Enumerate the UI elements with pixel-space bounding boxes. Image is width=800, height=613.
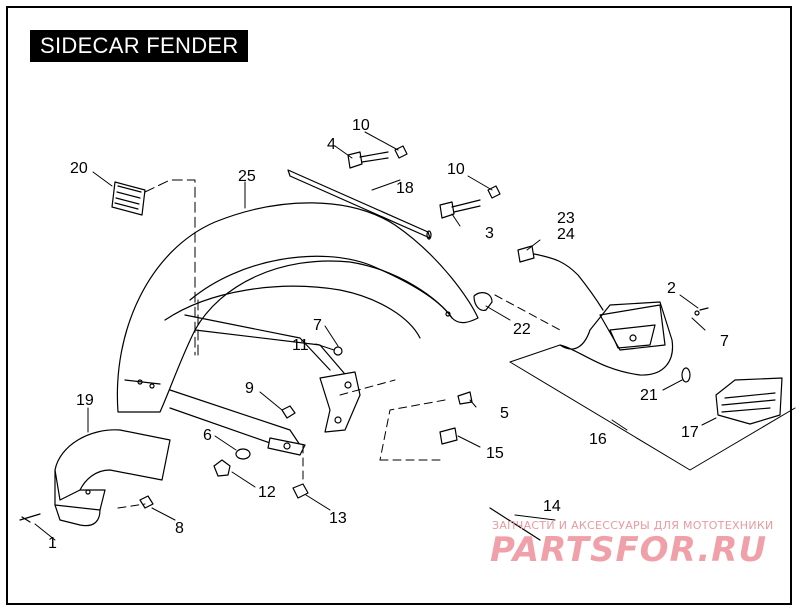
diagram-frame: [6, 6, 792, 605]
bulb-part-21: [681, 367, 691, 383]
callout-2: 2: [667, 280, 676, 297]
callout-24: 24: [557, 226, 575, 243]
callout-18: 18: [396, 180, 414, 197]
callout-3: 3: [485, 225, 494, 242]
callout-1: 1: [48, 535, 57, 552]
callout-5: 5: [500, 405, 509, 422]
callout-9: 9: [245, 380, 254, 397]
callout-15: 15: [486, 445, 504, 462]
diagram-title: SIDECAR FENDER: [30, 30, 248, 62]
fender-part-25: [116, 202, 479, 413]
lamp-housing-part-16: [559, 301, 674, 376]
callout-13: 13: [329, 510, 347, 527]
callout-7a: 7: [313, 317, 322, 334]
callout-4: 4: [327, 136, 336, 153]
callout-10b: 10: [447, 161, 465, 178]
callout-25: 25: [238, 168, 256, 185]
rod-part-18: [287, 169, 432, 240]
bolt-part-4: [347, 145, 408, 169]
watermark-tagline: ЗАПЧАСТИ И АКСЕССУАРЫ ДЛЯ МОТОТЕХНИКИ: [492, 519, 774, 532]
callout-11: 11: [292, 337, 309, 354]
callout-17: 17: [681, 424, 699, 441]
leader-lines: [34, 131, 796, 541]
callout-7b: 7: [720, 333, 729, 350]
bolt-part-3: [439, 185, 501, 219]
callout-6: 6: [203, 427, 212, 444]
callout-14: 14: [543, 498, 561, 515]
callout-22: 22: [513, 321, 531, 338]
callout-8: 8: [175, 520, 184, 537]
callout-10a: 10: [352, 117, 370, 134]
splash-guard-part-19: [54, 429, 171, 527]
callout-20: 20: [70, 160, 88, 177]
reflector-part-20: [111, 181, 146, 216]
callout-12: 12: [258, 484, 276, 501]
fender-bracket: [169, 314, 361, 456]
clamp-part-22: [473, 292, 493, 311]
callout-19: 19: [76, 392, 94, 409]
callout-23: 23: [557, 210, 575, 227]
callout-16: 16: [589, 431, 607, 448]
connector-part-23-24: [517, 245, 604, 311]
watermark-logo: PARTSFOR.RU: [490, 530, 768, 570]
lens-part-17: [715, 377, 783, 425]
callout-labels: 1 2 3 4 5 6 7 7 8 9 10 10 11 12 13 14 15…: [48, 117, 729, 552]
callout-21: 21: [640, 387, 658, 404]
